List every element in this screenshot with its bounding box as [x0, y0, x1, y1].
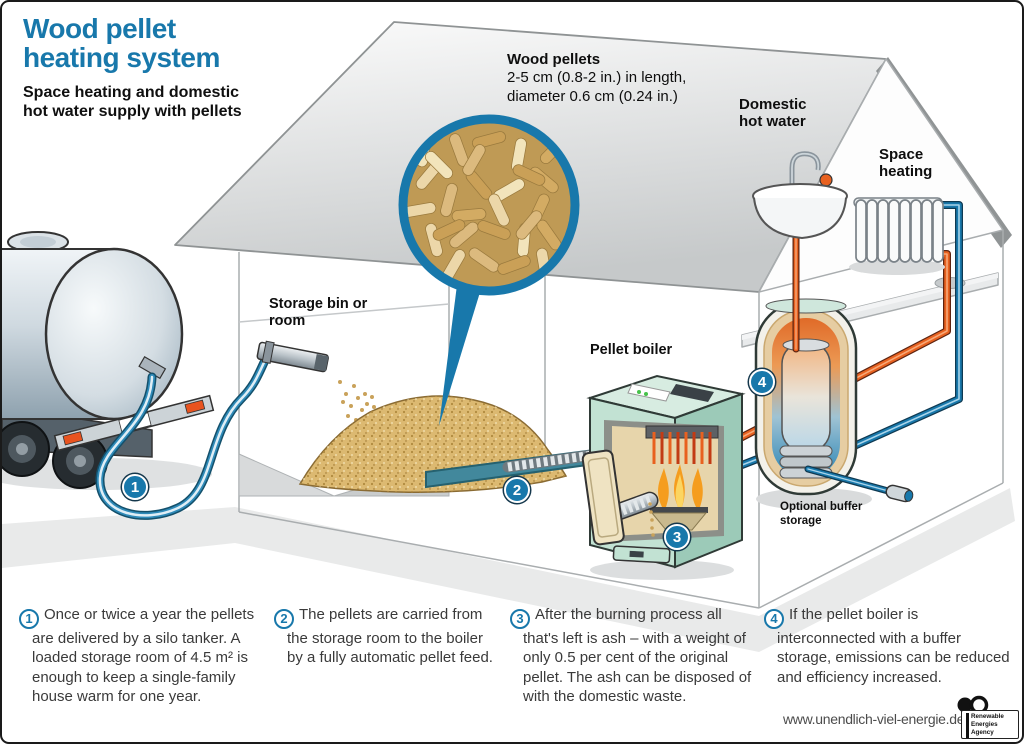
label-wood-pellets-title: Wood pellets — [507, 51, 601, 68]
agency-logo-line-2: Energies — [966, 721, 1016, 730]
page-title: Wood pellet heating system — [23, 13, 220, 74]
step-4-badge: 4 — [764, 608, 784, 629]
agency-logo-line-3: Agency — [966, 729, 1016, 738]
step-2-badge: 2 — [274, 608, 294, 629]
ash-pan — [612, 545, 671, 564]
pellet-boiler-illustration — [581, 374, 746, 580]
label-wood-pellets: Wood pellets 2-5 cm (0.8-2 in.) in lengt… — [507, 51, 745, 107]
pellet-spray — [338, 380, 376, 422]
label-space-heating: Space heating — [879, 146, 933, 181]
step-3-badge: 3 — [510, 608, 530, 629]
tank-end-cap — [44, 247, 184, 421]
magnifier-circle — [398, 114, 580, 426]
fill-nozzle — [256, 340, 376, 422]
infinity-icon — [957, 695, 989, 715]
buffer-tank-illustration — [754, 226, 914, 510]
label-pellet-boiler: Pellet boiler — [590, 342, 673, 358]
label-optional-buffer-storage: Optional buffer storage — [780, 501, 863, 528]
agency-logo-line-1: Renewable — [966, 713, 1016, 722]
magnifier-pointer — [439, 285, 481, 426]
step-3-text: After the burning process all that's lef… — [523, 606, 752, 706]
marker-3-badge: 3 — [664, 524, 690, 550]
exhaust-vent — [885, 484, 914, 503]
heat-exchanger-rods — [652, 432, 712, 464]
radiator-illustration — [849, 197, 945, 275]
agency-logo: Renewable Energies Agency — [952, 694, 1022, 742]
marker-2-badge: 2 — [504, 477, 530, 503]
page-subtitle: Space heating and domestic hot water sup… — [23, 84, 242, 120]
agency-logo-box: Renewable Energies Agency — [961, 710, 1019, 739]
step-1-text: Once or twice a year the pellets are del… — [32, 606, 255, 706]
label-domestic-hot-water: Domestic hot water — [739, 96, 807, 131]
marker-1-badge: 1 — [122, 474, 148, 500]
step-4-text: If the pellet boiler is interconnected w… — [777, 606, 1010, 686]
label-storage-bin: Storage bin or room — [269, 296, 368, 329]
ground-shadow — [2, 488, 1015, 652]
delivery-hose — [95, 349, 273, 520]
website-url[interactable]: www.unendlich-viel-energie.de — [783, 711, 965, 727]
step-2-text: The pellets are carried from the storage… — [287, 606, 493, 667]
flames — [658, 464, 703, 507]
ash-drop — [648, 502, 655, 537]
boiler-door — [581, 449, 625, 546]
marker-4-badge: 4 — [749, 369, 775, 395]
label-wood-pellets-desc: 2-5 cm (0.8-2 in.) in length, diameter 0… — [507, 69, 687, 106]
step-1-badge: 1 — [19, 608, 39, 629]
sink-illustration — [752, 151, 848, 240]
